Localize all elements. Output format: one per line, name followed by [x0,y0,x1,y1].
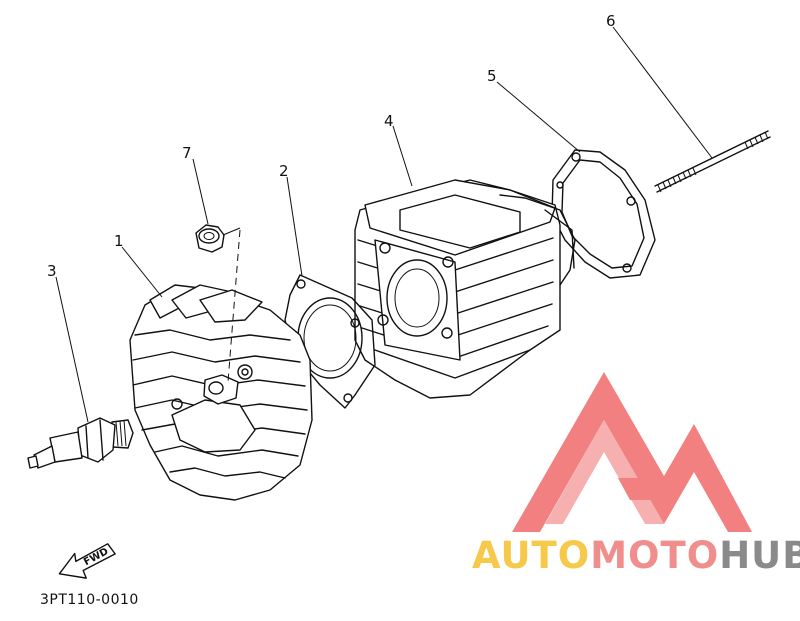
watermark-brand-text: AUTOMOTOHUB [472,536,800,576]
brand-hub: HUB [719,534,800,577]
forward-direction-arrow: FWD [58,543,116,579]
leader-7-dashed [227,229,241,383]
leader-2 [286,176,303,277]
callout-7: 7 [182,144,192,162]
leader-4 [392,125,413,187]
leader-5 [496,81,581,153]
leader-6 [612,26,713,159]
part-3-spark-plug [27,417,134,469]
callout-numbers: 1 2 3 4 5 6 7 [47,12,616,280]
callout-6: 6 [606,12,616,30]
brand-moto: MOTO [590,534,720,577]
callout-1: 1 [114,232,124,250]
part-5-base-gasket [551,149,656,279]
part-1-cylinder-head [129,284,313,501]
part-4-cylinder [354,179,576,399]
leader-7-arm [222,227,241,236]
part-code: 3PT110-0010 [40,592,139,608]
callout-2: 2 [279,162,289,180]
leader-1 [121,246,163,298]
leader-lines [55,26,713,423]
leader-7 [192,158,209,225]
part-7-nut [195,224,225,253]
brand-auto: AUTO [472,534,591,577]
leader-3 [55,276,89,423]
callout-5: 5 [487,67,497,85]
callout-3: 3 [47,262,57,280]
part-6-stud-bolt [654,130,771,193]
automotohub-logo-icon [512,372,752,532]
callout-4: 4 [384,112,394,130]
